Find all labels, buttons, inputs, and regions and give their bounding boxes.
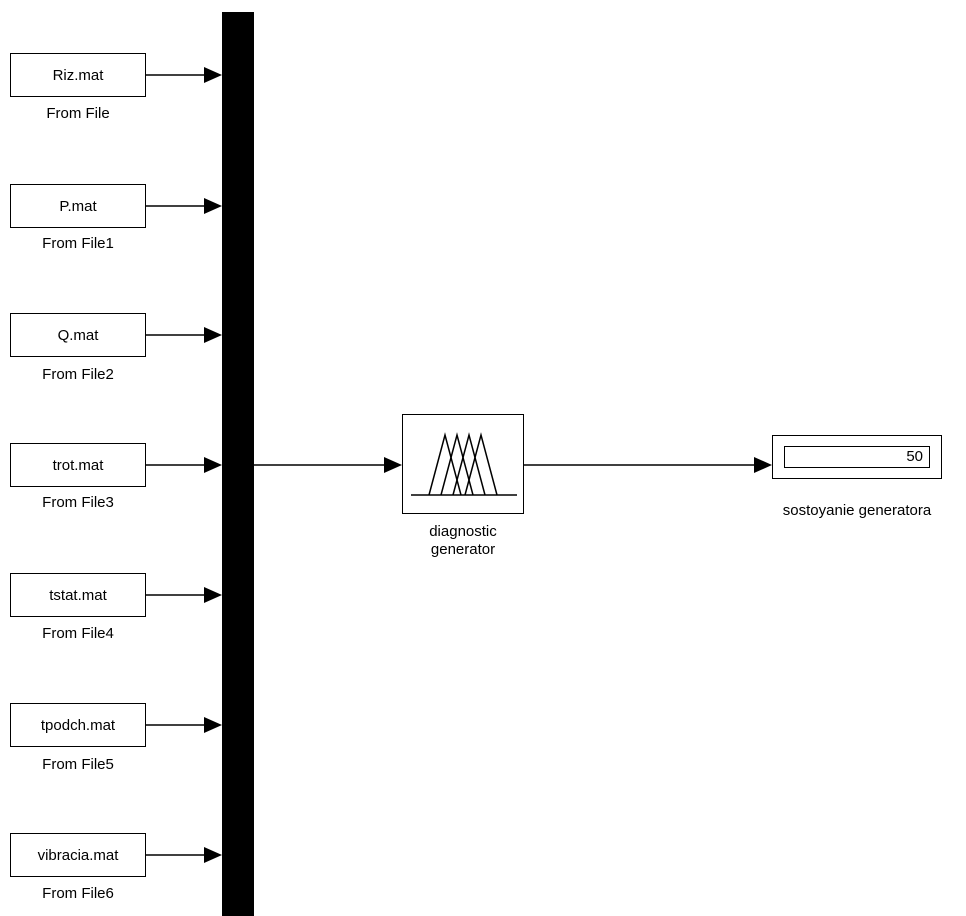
mux-bus[interactable] [222,12,254,916]
from-file-filename-7: vibracia.mat [37,846,119,864]
from-file-block-2[interactable]: P.mat [10,184,146,228]
from-file-label-2: From File1 [42,235,114,252]
mux-to-fuzzy-arrow [384,457,402,473]
from-file-filename-1: Riz.mat [52,66,104,84]
from-file-block-5[interactable]: tstat.mat [10,573,146,617]
arrow-head-1 [204,67,222,83]
fuzzy-block-label: diagnostic generator [383,523,543,559]
arrow-head-3 [204,327,222,343]
from-file-label-4: From File3 [42,494,114,511]
arrow-head-7 [204,847,222,863]
from-file-label-7: From File6 [42,885,114,902]
arrow-head-6 [204,717,222,733]
arrow-head-5 [204,587,222,603]
from-file-block-1[interactable]: Riz.mat [10,53,146,97]
membership-functions-icon [411,432,517,496]
fuzzy-logic-controller-block[interactable] [402,414,524,514]
from-file-filename-3: Q.mat [57,326,99,344]
from-file-filename-5: tstat.mat [49,586,107,604]
from-file-block-6[interactable]: tpodch.mat [10,703,146,747]
fuzzy-label-line2: generator [430,541,496,558]
from-file-label-1: From File [46,105,110,122]
from-file-label-3: From File2 [42,366,114,383]
fuzzy-label-line1: diagnostic [429,523,497,540]
display-value: 50 [784,446,930,468]
from-file-block-3[interactable]: Q.mat [10,313,146,357]
source-lines [146,67,222,863]
fuzzy-to-display-arrow [754,457,772,473]
from-file-label-6: From File5 [42,756,114,773]
arrow-head-4 [204,457,222,473]
arrow-head-2 [204,198,222,214]
from-file-block-4[interactable]: trot.mat [10,443,146,487]
from-file-filename-6: tpodch.mat [40,716,116,734]
from-file-filename-4: trot.mat [52,456,104,474]
from-file-filename-2: P.mat [59,197,97,215]
from-file-block-7[interactable]: vibracia.mat [10,833,146,877]
from-file-label-5: From File4 [42,625,114,642]
display-label: sostoyanie generatora [782,502,932,519]
